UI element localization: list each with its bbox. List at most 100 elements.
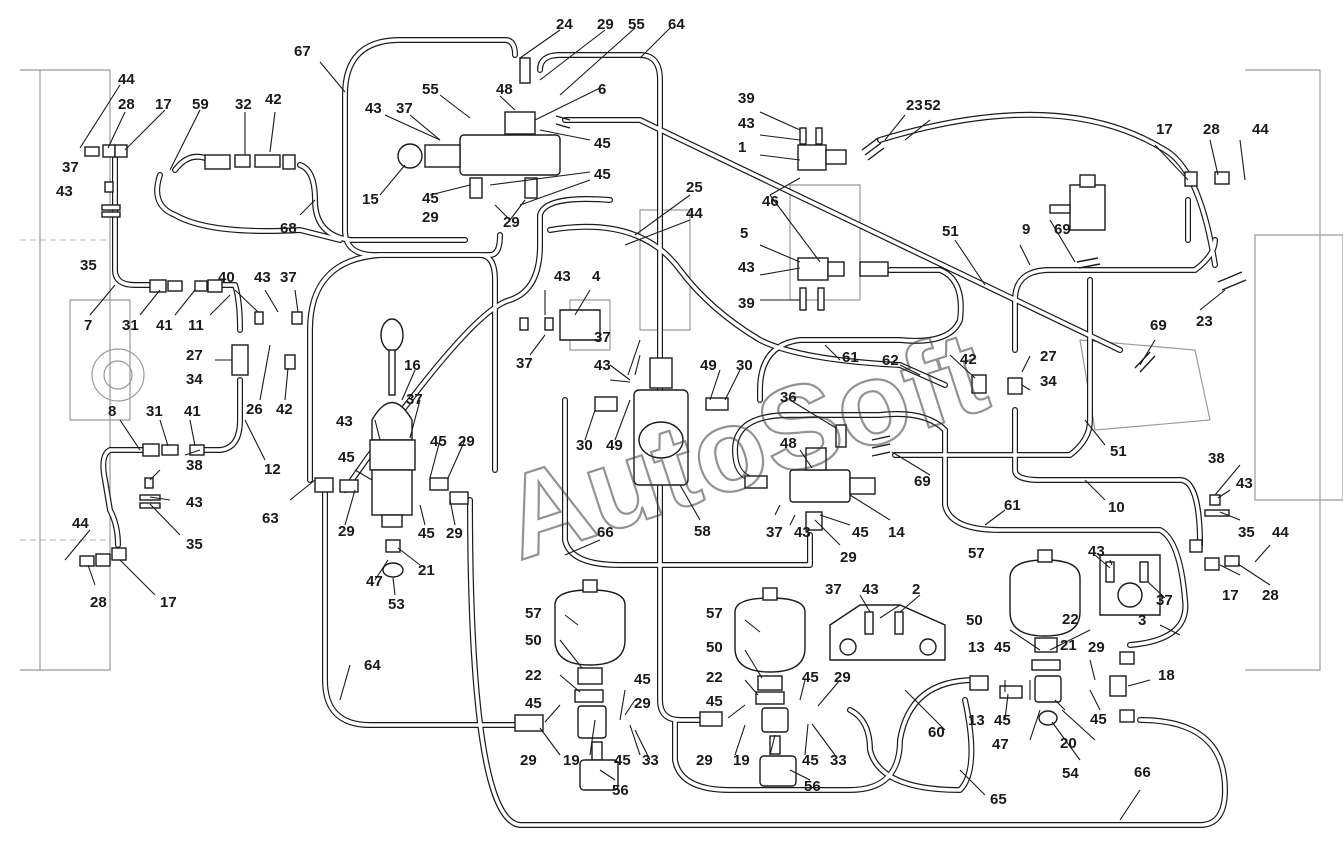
callout-51-top: 51 [942,223,959,240]
callout-13-b: 13 [968,712,985,729]
callout-44: 44 [118,71,135,88]
callout-28-right-b: 28 [1262,587,1279,604]
callout-45-acc3-a: 45 [994,639,1011,656]
callout-39-top: 39 [738,90,755,107]
callout-49-left: 49 [606,437,623,454]
callout-10: 10 [1108,499,1125,516]
callout-54: 54 [1062,765,1079,782]
callout-21: 21 [418,562,435,579]
callout-29-acc1-b: 29 [634,695,651,712]
callout-11: 11 [188,317,204,334]
callout-29-acc2: 29 [696,752,713,769]
callout-41-bottom: 41 [184,403,201,420]
watermark: AutoSoft [487,306,1001,585]
callout-8: 8 [108,403,116,420]
callout-31-top: 31 [122,317,139,334]
callout-34-right: 34 [1040,373,1057,390]
callout-12: 12 [264,461,281,478]
callout-30-left: 30 [576,437,593,454]
callout-23-right: 23 [1196,313,1213,330]
callout-31-bottom: 31 [146,403,163,420]
callout-68: 68 [280,220,297,237]
callout-29-top: 29 [597,16,614,33]
callout-28-left-b: 28 [90,594,107,611]
callout-57-left: 57 [525,605,542,622]
solenoid-valve [1049,174,1106,231]
callout-35-left: 35 [186,536,203,553]
callout-43-left: 43 [254,269,271,286]
callout-69-top: 69 [1054,221,1071,238]
accumulator-right [1009,549,1081,726]
callout-13-a: 13 [968,639,985,656]
callout-44-right-b: 44 [1272,524,1289,541]
callout-25: 25 [686,179,703,196]
callout-27-right: 27 [1040,348,1057,365]
callout-63: 63 [262,510,279,527]
callout-43-v5: 43 [738,259,755,276]
callout-22-left: 22 [525,667,542,684]
valve-1 [797,127,847,171]
callout-45-acc2-b: 45 [802,669,819,686]
callout-66-mid: 66 [597,524,614,541]
callout-37-left-top: 37 [62,159,79,176]
callout-14: 14 [888,524,905,541]
callout-56-mid: 56 [804,778,821,795]
callout-1: 1 [738,139,746,156]
callout-4: 4 [592,268,601,285]
callout-43-left-b: 43 [186,494,203,511]
callout-27-left: 27 [186,347,203,364]
callout-50-left: 50 [525,632,542,649]
callout-57-right: 57 [968,545,985,562]
callout-50-right: 50 [966,612,983,629]
pipe-interior [101,38,1227,827]
callout-7: 7 [84,317,92,334]
callout-2: 2 [912,581,920,598]
callout-47-right: 47 [992,736,1009,753]
callout-67: 67 [294,43,311,60]
callout-37-bracket4: 37 [516,355,533,372]
callout-45-c: 45 [422,190,439,207]
callout-45-acc1-a: 45 [525,695,542,712]
callout-5: 5 [740,225,748,242]
callout-42: 42 [265,91,282,108]
callout-39-bottom: 39 [738,295,755,312]
accumulator-middle [734,587,806,787]
callout-29-v14: 29 [840,549,857,566]
callout-34-left: 34 [186,371,203,388]
callout-43-v1: 43 [738,115,755,132]
callout-50-mid: 50 [706,639,723,656]
callout-57-mid: 57 [706,605,723,622]
callout-37-top: 37 [396,100,413,117]
callout-26: 26 [246,401,263,418]
callout-46: 46 [762,193,779,210]
callout-45-joy-c: 45 [418,525,435,542]
callout-43-joystick: 43 [336,413,353,430]
callout-45-acc2-a: 45 [706,693,723,710]
callout-60: 60 [928,724,945,741]
callout-43-bracket2: 43 [862,581,879,598]
callout-37-left: 37 [280,269,297,286]
valve-5 [797,257,845,311]
callout-15: 15 [362,191,379,208]
callout-45-acc3-c: 45 [1090,711,1107,728]
callout-29-acc3: 29 [1088,639,1105,656]
callout-42-mid: 42 [960,351,977,368]
callout-numbers: 44 28 17 59 32 42 67 68 43 37 55 24 29 5… [56,16,1289,808]
callout-37-mid: 37 [594,329,611,346]
callout-42-left: 42 [276,401,293,418]
callout-47-left: 47 [366,573,383,590]
callout-17-right: 17 [1156,121,1173,138]
control-joystick [369,318,416,578]
callout-45-joy-b: 45 [430,433,447,450]
callout-33-left: 33 [642,752,659,769]
callout-43-left-top: 43 [56,183,73,200]
callout-45-joy-a: 45 [338,449,355,466]
callout-56-left: 56 [612,782,629,799]
callout-35-left-top: 35 [80,257,97,274]
callout-58: 58 [694,523,711,540]
callout-28: 28 [118,96,135,113]
callout-43-top: 43 [365,100,382,117]
callout-37-v14: 37 [766,524,783,541]
callout-44-left-b: 44 [72,515,89,532]
callout-45-acc1-b: 45 [634,671,651,688]
